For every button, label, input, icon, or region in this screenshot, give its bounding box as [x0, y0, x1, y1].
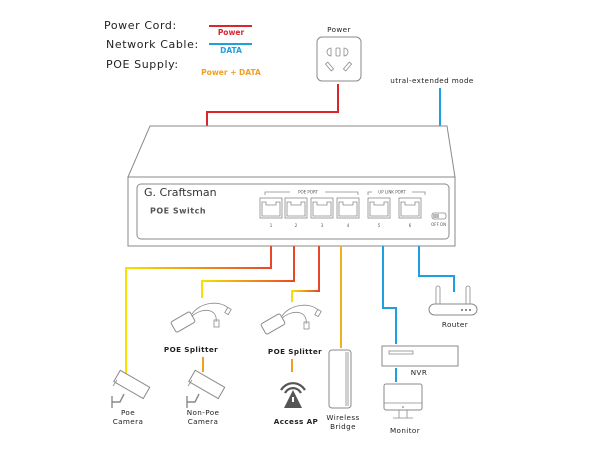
poe-camera-label-line1: Poe	[121, 408, 135, 417]
router-label: Router	[442, 320, 468, 329]
poe-splitter-2: POE Splitter	[260, 304, 322, 356]
cable-port3-splitter-2	[291, 246, 320, 302]
switch-model: POE Switch	[150, 207, 206, 216]
legend-power-cable-label: Power	[218, 28, 245, 37]
rj45-icon	[261, 201, 281, 217]
ethernet-port-6[interactable]: 6	[398, 197, 422, 228]
legend-network-cable-label: Network Cable:	[106, 38, 199, 51]
splitter-2-label: POE Splitter	[268, 347, 322, 356]
nvr: NVR	[381, 345, 459, 377]
port-number: 1	[270, 223, 273, 228]
outlet-plate	[316, 36, 362, 82]
camera-icon	[186, 369, 226, 408]
cable-port6-router	[418, 246, 455, 292]
nvr-slot	[388, 350, 414, 355]
legend-data-cable-label: DATA	[220, 46, 242, 55]
ethernet-port-4[interactable]: 4	[336, 197, 360, 228]
camera-icon	[111, 369, 151, 408]
port-frame	[259, 197, 283, 219]
outlet-socket-icon	[324, 47, 353, 72]
legend-power-cord-label: Power Cord:	[104, 19, 177, 32]
power-toggle[interactable]	[431, 212, 447, 220]
poe-switch: G. Craftsman POE Switch POE PORT UP LINK…	[127, 125, 456, 247]
nvr-icon	[381, 345, 459, 367]
uplink-port-bracket	[367, 191, 426, 195]
toggle-off-label: OFF	[431, 222, 439, 227]
rj45-icon	[312, 201, 332, 217]
wireless-bridge-icon	[328, 349, 352, 409]
monitor-label: Monitor	[390, 426, 420, 435]
ethernet-port-2[interactable]: 2	[284, 197, 308, 228]
switch-top	[127, 125, 456, 178]
rj45-icon	[369, 201, 389, 217]
switch-ports: 1 2 3 4 5 6	[259, 197, 422, 228]
port-number: 5	[378, 223, 381, 228]
router-icon	[428, 285, 478, 316]
monitor: Monitor	[383, 383, 423, 435]
splitter-1-label: POE Splitter	[164, 345, 218, 354]
port-frame	[336, 197, 360, 219]
router: Router	[428, 285, 478, 329]
cable-port5-nvr	[382, 246, 397, 344]
power-outlet-label: Power	[327, 25, 351, 34]
splitter-icon	[260, 304, 322, 335]
nvr-label: NVR	[411, 368, 428, 377]
power-toggle-knob	[433, 214, 439, 218]
poe-port-group-label: POE PORT	[298, 190, 318, 195]
wireless-bridge: Wireless Bridge	[326, 349, 359, 431]
non-poe-camera: Non-Poe Camera	[186, 369, 226, 426]
ethernet-port-3[interactable]: 3	[310, 197, 334, 228]
legend-poe-cable-label: Power + DATA	[201, 68, 261, 77]
extended-mode-label: utral-extended mode	[390, 76, 474, 85]
non-poe-camera-label-line1: Non-Poe	[187, 408, 220, 417]
poe-splitter-1: POE Splitter	[164, 302, 232, 354]
cable-port2-splitter-1	[201, 246, 295, 298]
poe-camera: Poe Camera	[111, 369, 151, 426]
port-frame	[367, 197, 391, 219]
port-frame	[310, 197, 334, 219]
wireless-bridge-label-line2: Bridge	[330, 422, 356, 431]
port-number: 2	[295, 223, 298, 228]
uplink-port-group-label: UP LINK PORT	[378, 190, 406, 195]
rj45-icon	[400, 201, 420, 217]
access-ap: Access AP	[274, 382, 318, 426]
port-frame	[284, 197, 308, 219]
wireless-bridge-label-line1: Wireless	[326, 413, 359, 422]
ethernet-port-5[interactable]: 5	[367, 197, 391, 228]
port-number: 3	[321, 223, 324, 228]
port-number: 6	[409, 223, 412, 228]
non-poe-camera-label-line2: Camera	[188, 417, 219, 426]
poe-camera-label-line2: Camera	[113, 417, 144, 426]
port-frame	[398, 197, 422, 219]
toggle-on-label: ON	[440, 222, 446, 227]
power-cord	[206, 84, 339, 126]
power-outlet: Power	[316, 25, 362, 82]
legend: Power Cord: Power Network Cable: DATA PO…	[104, 19, 261, 77]
wifi-antenna-icon	[280, 382, 306, 408]
monitor-icon	[383, 383, 423, 419]
access-ap-label: Access AP	[274, 417, 318, 426]
ethernet-port-1[interactable]: 1	[259, 197, 283, 228]
port-number: 4	[347, 223, 350, 228]
legend-poe-supply-label: POE Supply:	[106, 58, 179, 71]
rj45-icon	[338, 201, 358, 217]
rj45-icon	[286, 201, 306, 217]
splitter-icon	[170, 302, 232, 333]
switch-brand: G. Craftsman	[144, 186, 217, 199]
poe-port-bracket	[264, 191, 359, 195]
